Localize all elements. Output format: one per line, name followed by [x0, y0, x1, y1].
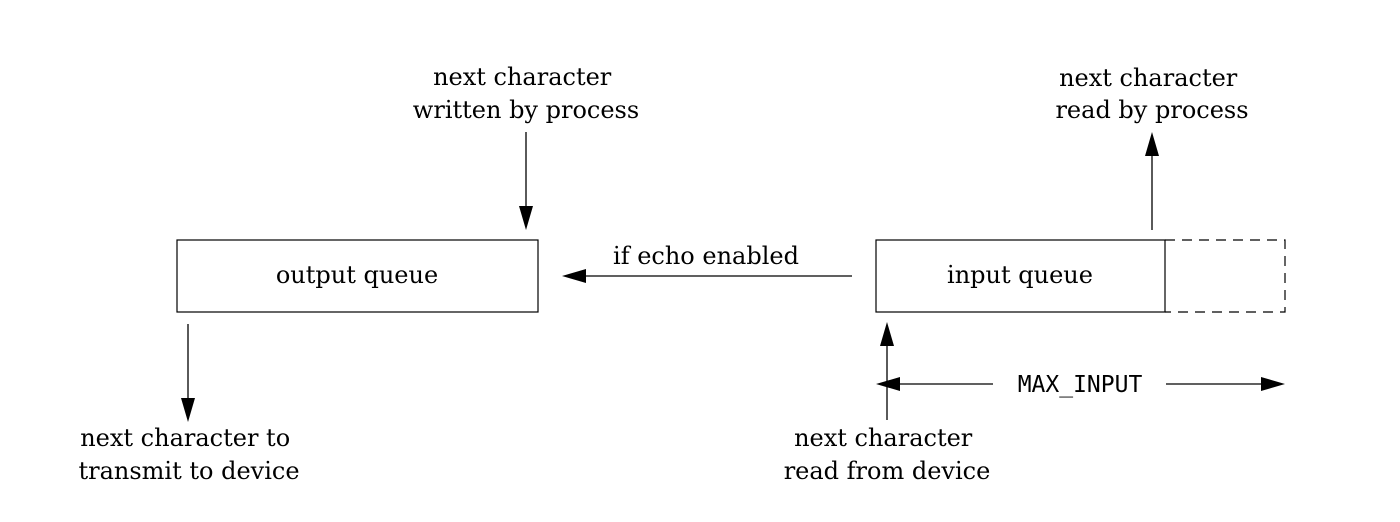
max-input-right-arrowhead	[1261, 377, 1285, 391]
read-from-device-line-1: next character	[794, 424, 973, 452]
read-by-process-arrowhead	[1145, 132, 1159, 156]
output-queue-label: output queue	[276, 261, 438, 289]
read-by-process-label: next character read by process	[1055, 64, 1248, 124]
input-queue-label: input queue	[947, 261, 1093, 289]
transmit-line-2: transmit to device	[78, 457, 299, 485]
transmit-arrowhead	[181, 398, 195, 422]
transmit-line-1: next character to	[80, 424, 290, 452]
written-by-process-arrowhead	[519, 206, 533, 230]
output-queue-box	[176, 239, 539, 313]
written-by-process-line-1: next character	[433, 63, 612, 91]
echo-label: if echo enabled	[613, 242, 799, 270]
max-input-label: MAX_INPUT	[1018, 372, 1143, 398]
transmit-to-device-label: next character to transmit to device	[78, 424, 299, 485]
max-input-left-arrowhead	[876, 377, 900, 391]
input-queue-max-extension	[1165, 239, 1286, 313]
read-from-device-arrowhead	[880, 322, 894, 346]
read-by-process-line-1: next character	[1059, 64, 1238, 92]
written-by-process-label: next character written by process	[413, 63, 639, 124]
written-by-process-line-2: written by process	[413, 96, 639, 124]
echo-arrowhead	[562, 269, 586, 283]
read-from-device-label: next character read from device	[784, 424, 991, 485]
read-from-device-line-2: read from device	[784, 457, 991, 485]
read-by-process-line-2: read by process	[1055, 96, 1248, 124]
input-queue-box	[875, 239, 1166, 313]
